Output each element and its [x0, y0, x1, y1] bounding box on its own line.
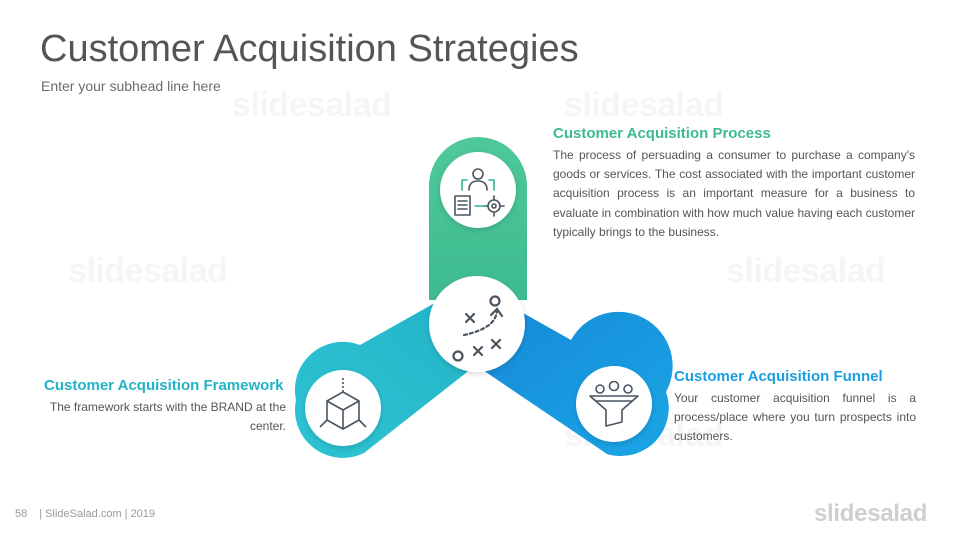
- funnel-description: Your customer acquisition funnel is a pr…: [674, 391, 916, 444]
- cube-icon: [319, 378, 367, 430]
- process-title: Customer Acquisition Process: [553, 125, 771, 142]
- slide-subhead: Enter your subhead line here: [41, 78, 221, 94]
- slide-title: Customer Acquisition Strategies: [40, 28, 579, 70]
- footer-credit: | SlideSalad.com | 2019: [39, 508, 156, 520]
- funnel-icon: [589, 380, 639, 427]
- framework-title: Customer Acquisition Framework: [44, 377, 284, 394]
- page-number: 58: [15, 508, 28, 520]
- customer-process-icon: [454, 168, 505, 217]
- funnel-title: Customer Acquisition Funnel: [674, 368, 883, 385]
- brand-logo: slidesalad: [814, 500, 928, 527]
- strategy-play-icon: [452, 295, 504, 362]
- framework-icon-circle: [305, 370, 381, 446]
- process-icon-circle: [440, 152, 516, 228]
- footer: 58 | SlideSalad.com | 2019: [15, 508, 155, 520]
- funnel-icon-circle: [576, 366, 652, 442]
- center-icon-circle: [429, 276, 525, 372]
- framework-description: The framework starts with the BRAND at t…: [49, 400, 286, 434]
- process-description: The process of persuading a consumer to …: [553, 148, 915, 239]
